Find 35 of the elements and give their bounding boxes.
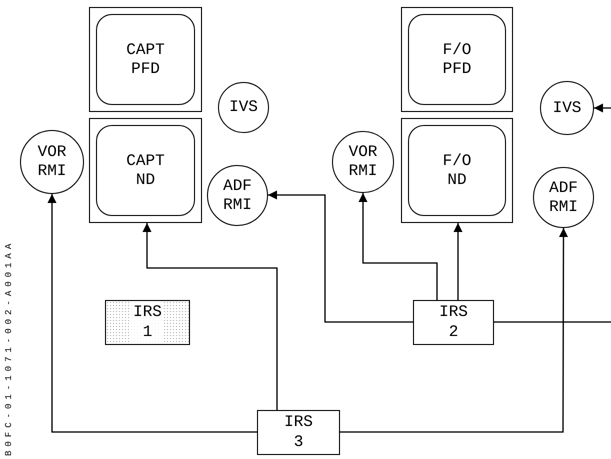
signal-line xyxy=(494,321,611,323)
display-unit xyxy=(89,7,202,112)
unit-label: CAPT PFD xyxy=(126,40,165,78)
computer-box xyxy=(413,300,494,345)
unit-label: ADF RMI xyxy=(549,178,578,216)
unit-label: ADF RMI xyxy=(223,176,252,214)
signal-arrow xyxy=(340,228,568,433)
computer-box xyxy=(105,300,190,345)
signal-arrow xyxy=(358,193,438,300)
display-unit xyxy=(89,118,202,223)
computer-box xyxy=(257,410,340,455)
unit-label: CAPT ND xyxy=(126,152,165,190)
indicator-circle xyxy=(533,167,594,228)
signal-arrow xyxy=(594,104,611,112)
drawing-code: B0FC-01-1071-002-A001AA xyxy=(4,240,14,456)
unit-label: IVS xyxy=(229,98,258,117)
indicator-circle xyxy=(20,130,84,194)
unit-label: F/O ND xyxy=(442,152,472,190)
unit-label: F/O PFD xyxy=(442,40,472,78)
unit-label: VOR RMI xyxy=(348,143,378,181)
indicator-circle xyxy=(207,165,268,226)
indicator-circle xyxy=(218,82,269,133)
unit-label: IVS xyxy=(552,98,582,118)
unit-label: VOR RMI xyxy=(38,143,66,181)
signal-arrow xyxy=(48,194,257,433)
signal-arrow xyxy=(268,190,413,323)
indicator-circle xyxy=(540,81,594,135)
signal-arrow xyxy=(454,223,462,300)
unit-label: IRS 3 xyxy=(284,412,313,452)
unit-label: IRS 2 xyxy=(439,302,468,342)
display-unit xyxy=(401,118,513,223)
indicator-circle xyxy=(332,131,394,193)
unit-label: IRS 1 xyxy=(131,302,164,342)
signal-arrow xyxy=(142,223,278,410)
display-unit xyxy=(401,7,513,112)
